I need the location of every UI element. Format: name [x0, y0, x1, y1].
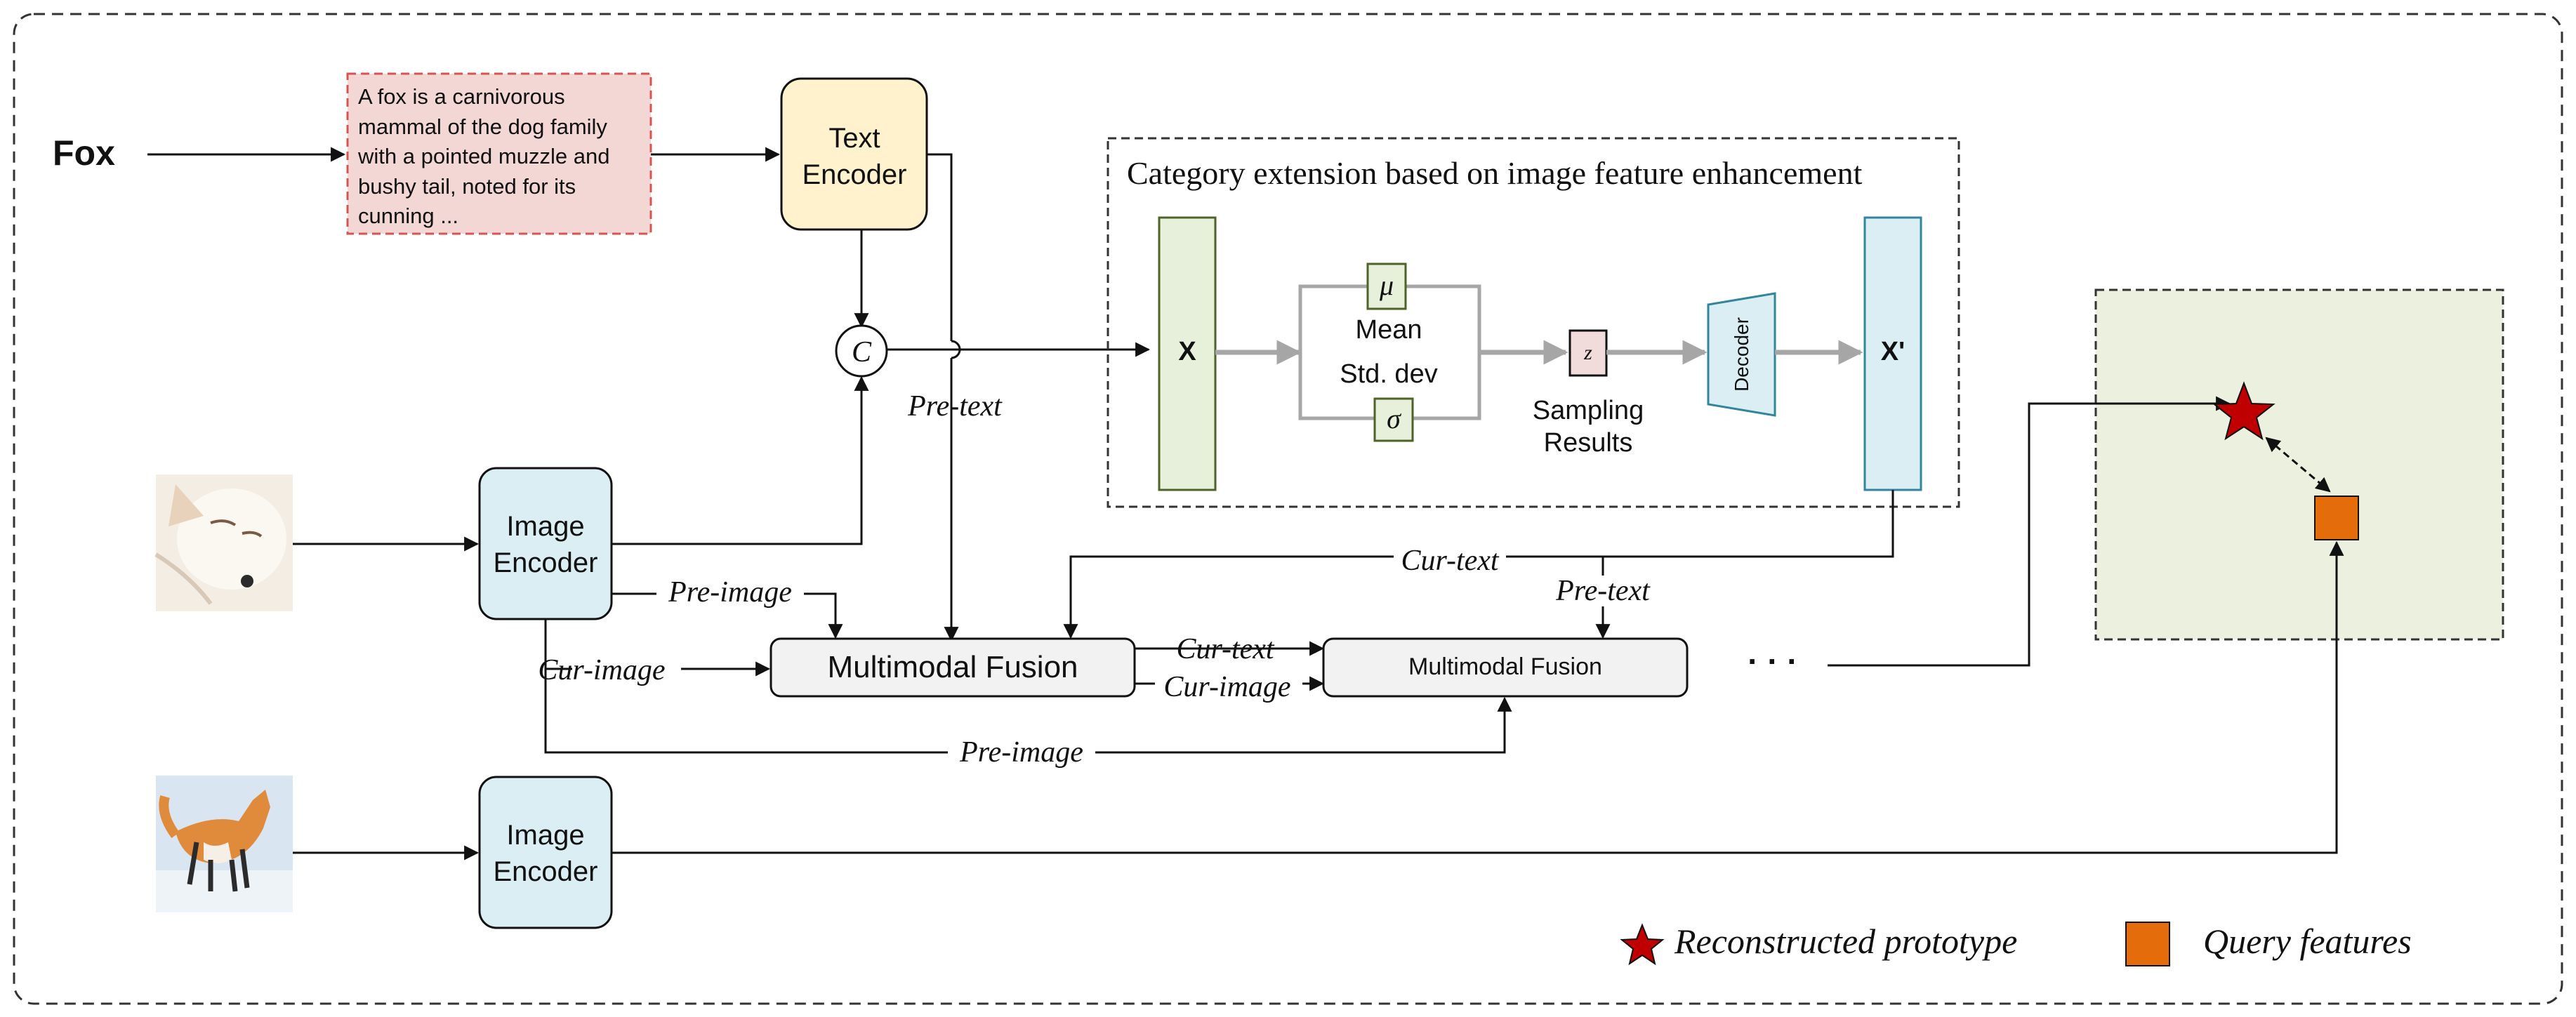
description-line: with a pointed muzzle and [357, 144, 609, 168]
query-encoder-to-square-arrow [612, 540, 2344, 854]
sampling-label: Sampling [1533, 396, 1644, 425]
input-label-fox: Fox [53, 133, 115, 173]
description-line: cunning ... [358, 204, 458, 228]
pre-image-bottom-label: Pre-image [959, 736, 1083, 769]
fusion-output-to-prototype-arrow [1828, 396, 2231, 667]
ellipsis: · · · [1748, 643, 1798, 679]
legend-square-label: Query features [2203, 922, 2412, 961]
std-label: Std. dev [1340, 359, 1437, 389]
multimodal-fusion-label-2: Multimodal Fusion [1408, 653, 1602, 680]
sigma-label: σ [1387, 403, 1401, 434]
description-line: A fox is a carnivorous [358, 84, 565, 109]
text-encoder-label: Text [828, 123, 880, 154]
mean-label: Mean [1355, 315, 1422, 345]
legend-star-icon [1620, 923, 1665, 966]
fox-image-support [154, 474, 293, 611]
image-encoder-label-2: Encoder [494, 856, 598, 887]
z-label: z [1583, 341, 1592, 364]
feature-x-label: X [1178, 337, 1196, 366]
description-line: bushy tail, noted for its [358, 174, 576, 199]
cur-text-top-label: Cur-text [1401, 545, 1499, 577]
pre-text-label: Pre-text [907, 390, 1003, 423]
pre-image-label: Pre-image [668, 576, 792, 609]
category-extension-title: Category extension based on image featur… [1127, 155, 1863, 191]
z-box [1568, 329, 1608, 377]
prototype-query-distance-arrow [2265, 437, 2331, 493]
text-encoder-label: Encoder [802, 159, 907, 190]
fox-image-query [156, 776, 293, 912]
cur-text-mid-label: Cur-text [1176, 633, 1274, 665]
image-encoder-label: Image [506, 511, 584, 542]
description-text: A fox is a carnivorous mammal of the dog… [357, 84, 609, 228]
category-extension-panel [1107, 137, 1960, 508]
query-feature-square [2314, 496, 2359, 540]
image-encoder-box [478, 467, 613, 620]
description-line: mammal of the dog family [358, 114, 607, 139]
image-encoder-box-2 [478, 776, 613, 929]
legend-star-label: Reconstructed prototype [1674, 922, 2017, 961]
sigma-box [1373, 397, 1414, 442]
reconstructed-prototype-star [2212, 381, 2276, 441]
multimodal-fusion-label-1: Multimodal Fusion [827, 650, 1078, 684]
feature-x-prime-bar [1863, 216, 1922, 491]
feature-x-prime-label: X' [1881, 337, 1905, 366]
sampling-label: Results [1544, 428, 1633, 458]
pre-text-line [927, 153, 953, 341]
description-box [346, 72, 652, 235]
legend-square-icon [2125, 922, 2170, 966]
decoder-shape [1707, 292, 1776, 417]
decoder-label: Decoder [1731, 317, 1752, 392]
mu-box [1366, 262, 1407, 310]
image-encoder-label-2: Image [506, 820, 584, 851]
multimodal-fusion-box-1 [770, 637, 1136, 698]
mu-label: μ [1379, 270, 1394, 301]
embedding-space [2094, 288, 2504, 641]
outer-frame [13, 13, 2563, 1005]
pre-text-label-2: Pre-text [1555, 575, 1651, 607]
image-encoder-to-concat-arrow [612, 375, 869, 545]
text-encoder-box [780, 77, 928, 231]
cur-image-label: Cur-image [538, 654, 665, 686]
cur-image-mid-label: Cur-image [1163, 671, 1290, 703]
concat-symbol: C [852, 336, 872, 368]
image-encoder-label: Encoder [494, 547, 598, 578]
feature-x-bar [1158, 216, 1217, 491]
multimodal-fusion-box-2 [1322, 637, 1689, 698]
